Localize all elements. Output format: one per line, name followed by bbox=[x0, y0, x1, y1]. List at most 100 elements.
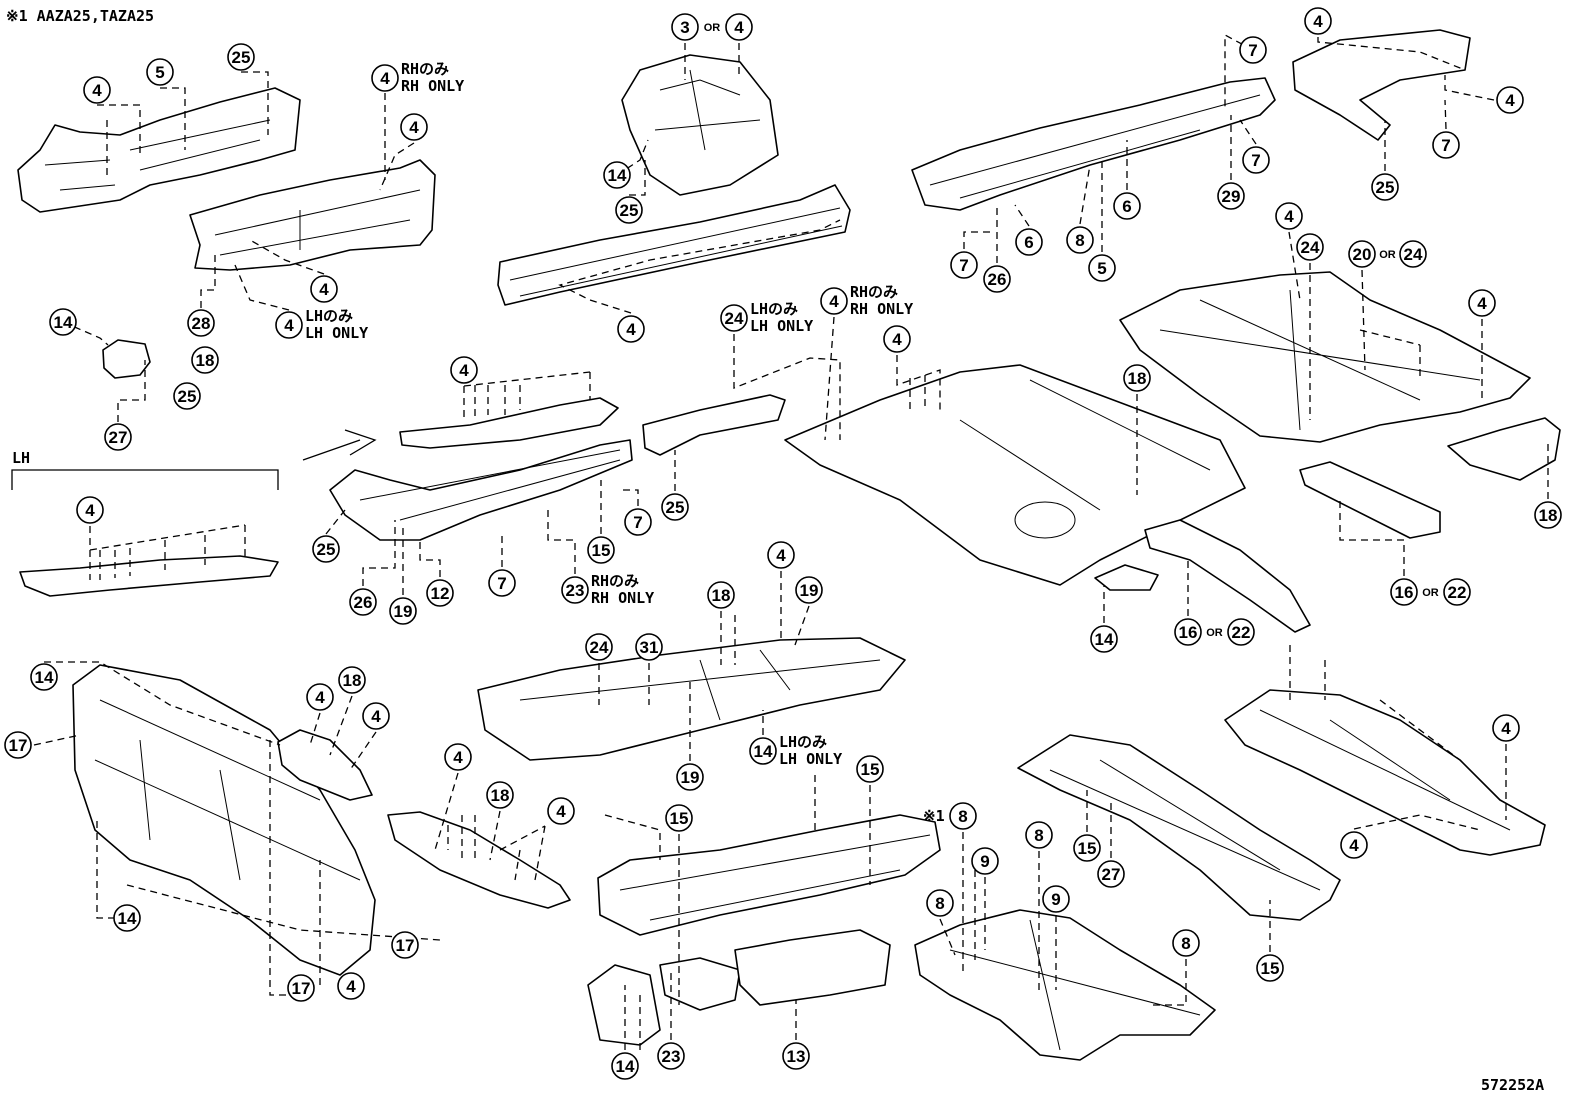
callout-14: 14 bbox=[603, 161, 631, 189]
svg-text:25: 25 bbox=[620, 201, 639, 220]
tunnel-bracket-1 bbox=[587, 964, 661, 1046]
svg-text:19: 19 bbox=[800, 581, 819, 600]
callout-19: 19 bbox=[389, 597, 417, 625]
tunnel-bracket-2 bbox=[659, 957, 741, 1011]
callout-4: 4 bbox=[820, 287, 848, 315]
callout-4: 4 bbox=[83, 76, 111, 104]
callout-25: 25 bbox=[173, 382, 201, 410]
svg-text:14: 14 bbox=[118, 909, 137, 928]
callout-14: 14 bbox=[611, 1052, 639, 1080]
callout-22: 22 bbox=[1443, 578, 1471, 606]
rear-floor-rear-pan bbox=[1224, 689, 1546, 856]
callout-26: 26 bbox=[349, 588, 377, 616]
front-side-member bbox=[911, 77, 1276, 211]
svg-text:4: 4 bbox=[626, 320, 636, 339]
svg-text:22: 22 bbox=[1232, 623, 1251, 642]
or-separator: OR bbox=[1422, 587, 1439, 599]
svg-text:4: 4 bbox=[92, 81, 102, 100]
callout-12: 12 bbox=[426, 579, 454, 607]
callout-25: 25 bbox=[1371, 173, 1399, 201]
svg-text:31: 31 bbox=[640, 638, 659, 657]
callout-7: 7 bbox=[624, 508, 652, 536]
callout-4: 4 bbox=[725, 13, 753, 41]
svg-text:25: 25 bbox=[232, 48, 251, 67]
callout-18: 18 bbox=[1534, 501, 1562, 529]
svg-text:18: 18 bbox=[343, 671, 362, 690]
front-suspension-crossmember bbox=[914, 909, 1216, 1061]
rear-side-member-lh bbox=[1144, 519, 1311, 633]
callout-23: 23 bbox=[657, 1042, 685, 1070]
callout-3: 3 bbox=[671, 13, 699, 41]
svg-text:15: 15 bbox=[861, 760, 880, 779]
callout-9: 9 bbox=[971, 847, 999, 875]
callout-13: 13 bbox=[782, 1042, 810, 1070]
svg-text:14: 14 bbox=[54, 313, 73, 332]
callout-15: 15 bbox=[1073, 834, 1101, 862]
callout-7: 7 bbox=[1242, 146, 1270, 174]
callout-4: 4 bbox=[1304, 7, 1332, 35]
svg-text:7: 7 bbox=[497, 574, 506, 593]
svg-text:8: 8 bbox=[1075, 231, 1084, 250]
svg-text:7: 7 bbox=[959, 256, 968, 275]
callout-4: 4 bbox=[275, 311, 303, 339]
or-separator: OR bbox=[1206, 627, 1223, 639]
callout-4: 4 bbox=[450, 356, 478, 384]
callout-25: 25 bbox=[615, 196, 643, 224]
callout-26: 26 bbox=[983, 265, 1011, 293]
small-bracket bbox=[102, 339, 151, 379]
callout-24: 24 bbox=[1399, 240, 1427, 268]
callout-4: 4 bbox=[371, 64, 399, 92]
callout-28: 28 bbox=[187, 309, 215, 337]
svg-text:4: 4 bbox=[380, 69, 390, 88]
svg-text:13: 13 bbox=[787, 1047, 806, 1066]
callout-18: 18 bbox=[338, 666, 366, 694]
callout-16: 16 bbox=[1390, 578, 1418, 606]
svg-text:6: 6 bbox=[1122, 197, 1131, 216]
svg-text:8: 8 bbox=[958, 807, 967, 826]
svg-text:4: 4 bbox=[453, 748, 463, 767]
callout-14: 14 bbox=[1090, 625, 1118, 653]
callout-18: 18 bbox=[486, 781, 514, 809]
or-separator: OR bbox=[1379, 249, 1396, 261]
callout-8: 8 bbox=[1025, 821, 1053, 849]
callout-6: 6 bbox=[1015, 228, 1043, 256]
callout-14: 14 bbox=[749, 737, 777, 765]
svg-text:24: 24 bbox=[590, 638, 609, 657]
callout-4: 4 bbox=[306, 683, 334, 711]
svg-text:4: 4 bbox=[1505, 91, 1515, 110]
svg-text:24: 24 bbox=[725, 309, 744, 328]
svg-text:3: 3 bbox=[680, 18, 689, 37]
svg-text:17: 17 bbox=[292, 979, 311, 998]
callout-23: 23 bbox=[561, 576, 589, 604]
front-floor-side-rail bbox=[329, 439, 633, 541]
callout-5: 5 bbox=[146, 58, 174, 86]
svg-text:27: 27 bbox=[1102, 865, 1121, 884]
svg-text:4: 4 bbox=[409, 118, 419, 137]
callout-24: 24 bbox=[720, 304, 748, 332]
lh-bracket-line bbox=[11, 469, 279, 490]
svg-text:15: 15 bbox=[1078, 839, 1097, 858]
center-floor-pan bbox=[784, 364, 1246, 586]
svg-text:14: 14 bbox=[754, 742, 773, 761]
svg-text:20: 20 bbox=[1353, 245, 1372, 264]
floor-side-member bbox=[399, 397, 619, 449]
svg-text:22: 22 bbox=[1448, 583, 1467, 602]
front-apron-upper-lh bbox=[17, 87, 301, 213]
callout-7: 7 bbox=[1432, 131, 1460, 159]
callout-15: 15 bbox=[587, 536, 615, 564]
callout-4: 4 bbox=[1275, 202, 1303, 230]
callout-25: 25 bbox=[227, 43, 255, 71]
svg-text:18: 18 bbox=[196, 351, 215, 370]
svg-text:14: 14 bbox=[35, 668, 54, 687]
callout-15: 15 bbox=[1256, 954, 1284, 982]
svg-text:6: 6 bbox=[1024, 233, 1033, 252]
svg-text:23: 23 bbox=[662, 1047, 681, 1066]
rocker-lh bbox=[19, 555, 279, 597]
callout-25: 25 bbox=[661, 493, 689, 521]
svg-text:4: 4 bbox=[284, 316, 294, 335]
svg-text:24: 24 bbox=[1404, 245, 1423, 264]
